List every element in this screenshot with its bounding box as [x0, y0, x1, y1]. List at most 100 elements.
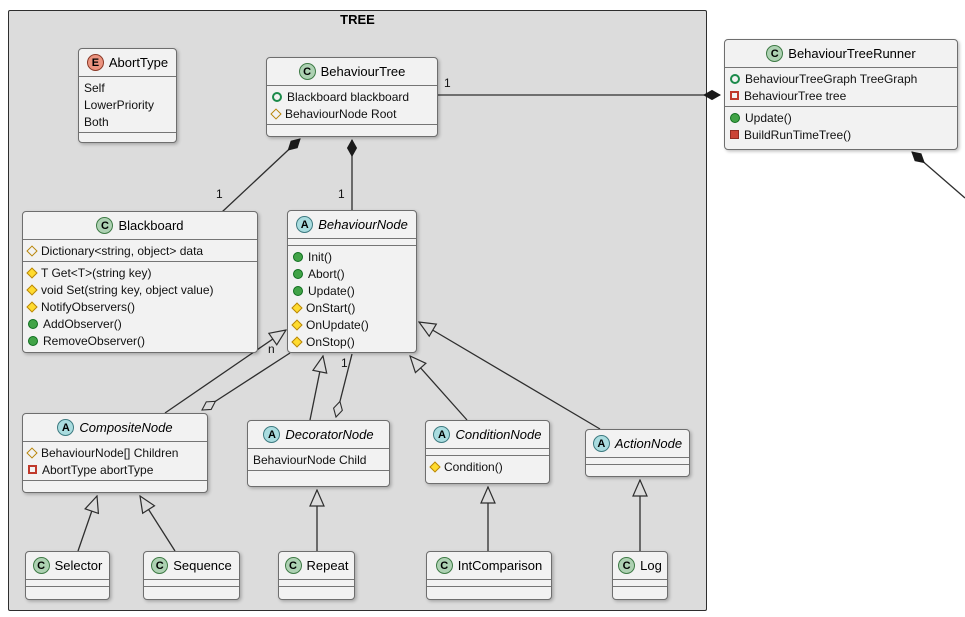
square-filled-visibility-icon: [730, 130, 739, 139]
package-title: TREE: [340, 12, 375, 27]
member-row: Abort(): [293, 265, 411, 282]
member-row: BehaviourTreeGraph TreeGraph: [730, 70, 952, 87]
diamond-filled-visibility-icon: [291, 335, 303, 348]
stereotype-c-icon: C: [435, 557, 453, 574]
class-name: Sequence: [173, 558, 232, 573]
class-name: Repeat: [306, 558, 349, 573]
circle-filled-visibility-icon: [293, 285, 303, 296]
stereotype-e-icon: E: [86, 54, 104, 71]
diamond-filled-visibility-icon: [26, 266, 38, 279]
member-row: T Get<T>(string key): [26, 264, 252, 281]
empty-section: [426, 448, 549, 455]
member-row: Both: [84, 113, 171, 130]
empty-section: [279, 579, 354, 586]
member-text: AddObserver(): [43, 316, 122, 331]
class-header: C Sequence: [144, 552, 239, 579]
empty-section: [288, 238, 416, 245]
member-text: BehaviourNode Root: [285, 106, 397, 121]
class-name: ActionNode: [614, 436, 683, 451]
empty-section: [613, 586, 667, 593]
stereotype-a-icon: A: [592, 435, 610, 452]
member-text: BuildRunTimeTree(): [744, 127, 852, 142]
stereotype-a-icon: A: [57, 419, 75, 436]
circle-open-visibility-icon: [730, 73, 740, 84]
member-text: LowerPriority: [84, 97, 155, 112]
member-row: Dictionary<string, object> data: [26, 242, 252, 259]
class-name: CompositeNode: [79, 420, 173, 435]
member-text: Update(): [308, 283, 355, 298]
member-text: Self: [84, 80, 105, 95]
member-text: void Set(string key, object value): [41, 282, 214, 297]
stereotype-c-icon: C: [284, 557, 302, 574]
member-row: Init(): [293, 248, 411, 265]
empty-section: [79, 132, 176, 139]
stereotype-a-icon: A: [263, 426, 281, 443]
square-open-visibility-icon: [28, 465, 37, 474]
member-text: Abort(): [308, 266, 345, 281]
empty-section: [427, 586, 551, 593]
multiplicity-tree-runner: 1: [444, 76, 451, 90]
empty-section: [267, 124, 437, 131]
member-row: AbortType abortType: [28, 461, 202, 478]
class-name: BehaviourNode: [318, 217, 408, 232]
member-row: LowerPriority: [84, 96, 171, 113]
member-row: Update(): [293, 282, 411, 299]
stereotype-a-icon: A: [296, 216, 314, 233]
class-header: C Repeat: [279, 552, 354, 579]
empty-section: [279, 586, 354, 593]
member-row: void Set(string key, object value): [26, 281, 252, 298]
member-text: OnStop(): [306, 334, 355, 349]
stereotype-c-icon: C: [151, 557, 169, 574]
stereotype-c-icon: C: [96, 217, 114, 234]
diamond-filled-visibility-icon: [26, 300, 38, 313]
member-text: Update(): [745, 110, 792, 125]
empty-section: [144, 579, 239, 586]
member-text: OnUpdate(): [306, 317, 369, 332]
member-text: BehaviourNode[] Children: [41, 445, 179, 460]
member-row: BehaviourNode[] Children: [26, 444, 202, 461]
member-section: Dictionary<string, object> data: [23, 239, 257, 261]
member-row: RemoveObserver(): [28, 332, 252, 349]
class-name: IntComparison: [457, 558, 543, 573]
empty-section: [23, 480, 207, 487]
member-row: Update(): [730, 109, 952, 126]
member-row: BehaviourNode Root: [270, 105, 432, 122]
empty-section: [586, 457, 689, 464]
class-header: A BehaviourNode: [288, 211, 416, 238]
diamond-filled-visibility-icon: [26, 283, 38, 296]
member-section: Update() BuildRunTimeTree(): [725, 106, 957, 145]
member-row: OnUpdate(): [291, 316, 411, 333]
member-text: Dictionary<string, object> data: [41, 243, 204, 258]
class-name: ConditionNode: [455, 427, 542, 442]
class-name: BehaviourTree: [320, 64, 406, 79]
square-open-visibility-icon: [730, 91, 739, 100]
empty-section: [144, 586, 239, 593]
multiplicity-decorator-child: 1: [341, 356, 348, 370]
member-row: OnStop(): [291, 333, 411, 350]
member-row: OnStart(): [291, 299, 411, 316]
stereotype-c-icon: C: [32, 557, 50, 574]
member-section: Condition(): [426, 455, 549, 477]
member-text: AbortType abortType: [42, 462, 154, 477]
member-row: BehaviourTree tree: [730, 87, 952, 104]
member-text: BehaviourTreeGraph TreeGraph: [745, 71, 918, 86]
circle-open-visibility-icon: [272, 91, 282, 102]
circle-filled-visibility-icon: [28, 335, 38, 346]
circle-filled-visibility-icon: [293, 251, 303, 262]
empty-section: [26, 586, 109, 593]
class-actionnode: A ActionNode: [585, 429, 690, 477]
member-row: Blackboard blackboard: [272, 88, 432, 105]
class-header: A CompositeNode: [23, 414, 207, 441]
